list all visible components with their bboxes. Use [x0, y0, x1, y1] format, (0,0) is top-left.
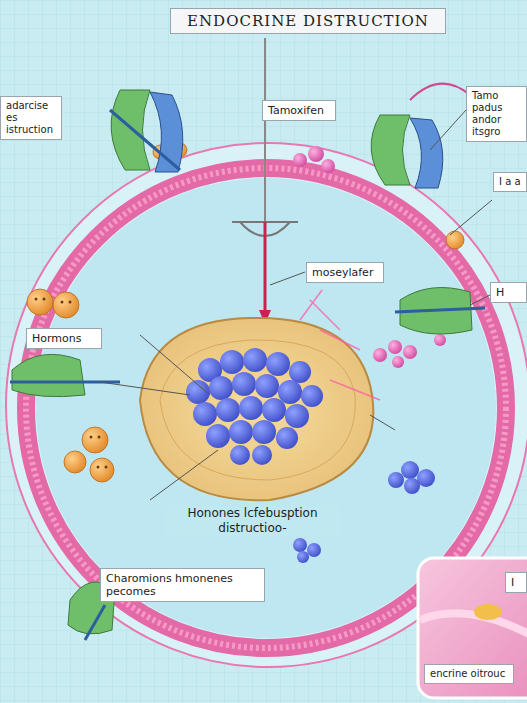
- title-box: ENDOCRINE DISTRUCTION: [170, 8, 446, 34]
- box-text: Hormons: [32, 332, 96, 345]
- label-box: Hormons: [26, 328, 102, 349]
- box-text: I a a: [499, 176, 521, 188]
- label-box: I: [505, 572, 527, 593]
- box-text: moseylafer: [312, 266, 378, 279]
- label-box: H: [490, 282, 527, 303]
- box-text: Tamoxifen: [268, 104, 330, 117]
- label-box: Tamo padus andor itsgro: [466, 86, 527, 142]
- label-box: I a a: [493, 172, 527, 192]
- label-box: encrine oitrouc: [424, 664, 514, 684]
- box-text: encrine oitrouc: [430, 668, 508, 680]
- box-text: Charomions hmonenes pecomes: [106, 572, 259, 598]
- label-box: adarcise es istruction: [0, 96, 62, 140]
- label-box: Charomions hmonenes pecomes: [100, 568, 265, 602]
- label-box: moseylafer: [306, 262, 384, 283]
- label-box: Tamoxifen: [262, 100, 336, 121]
- box-text: H: [496, 286, 521, 299]
- box-text: Tamo padus andor itsgro: [472, 90, 521, 138]
- free-label: Honones lcfebusption distructioo-: [165, 506, 340, 536]
- box-text: adarcise es istruction: [6, 100, 56, 136]
- title: ENDOCRINE DISTRUCTION: [176, 12, 440, 30]
- box-text: I: [511, 576, 521, 589]
